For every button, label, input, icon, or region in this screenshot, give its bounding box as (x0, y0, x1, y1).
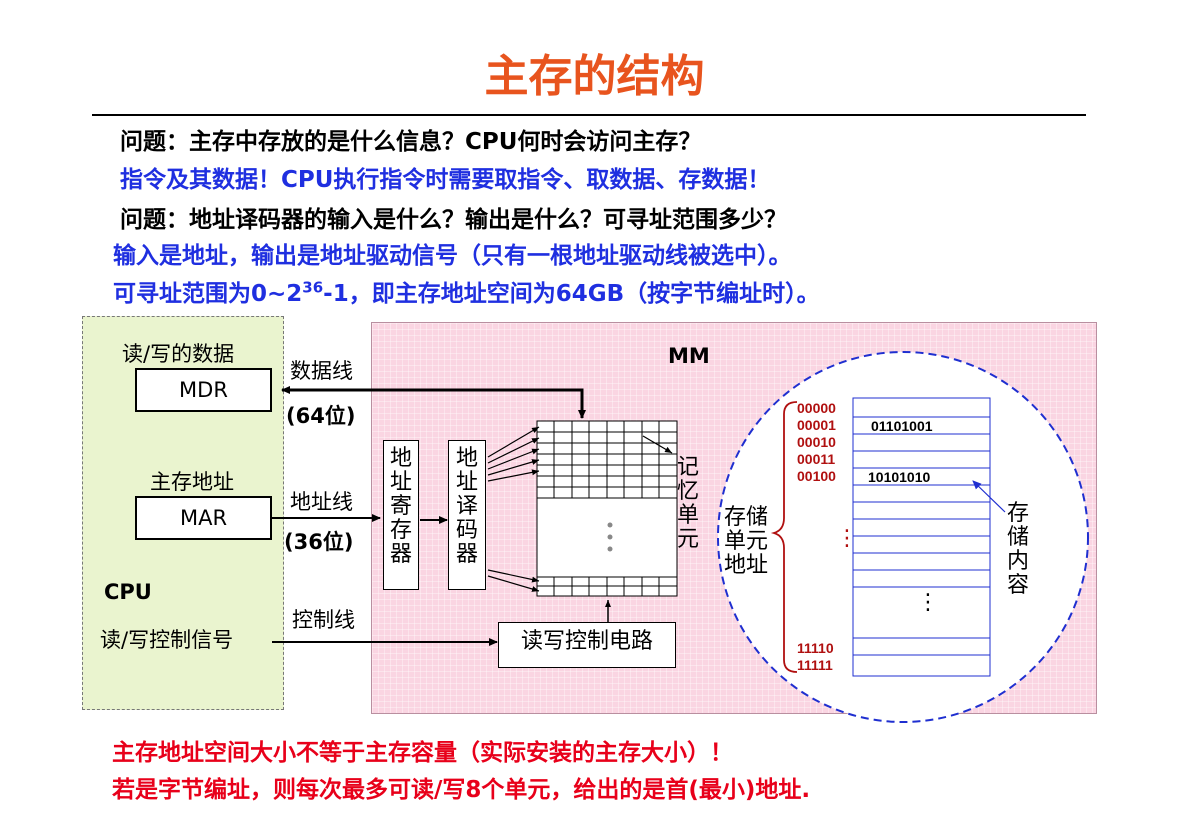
data-bus-label: 数据线 (290, 359, 353, 383)
rw-data-label: 读/写的数据 (122, 342, 235, 366)
storage-table (852, 397, 991, 677)
mdr-register: MDR (135, 368, 272, 412)
memory-cell-label: 记忆单元 (676, 455, 699, 552)
content-ellipsis: ⋮ (917, 590, 939, 615)
cpu-label: CPU (104, 580, 152, 604)
control-bus-label: 控制线 (292, 608, 355, 632)
question-2: 问题：地址译码器的输入是什么？输出是什么？可寻址范围多少？ (120, 207, 787, 233)
title-divider (92, 114, 1086, 116)
rw-control-signal-label: 读/写控制信号 (100, 628, 234, 652)
question-1: 问题：主存中存放的是什么信息？CPU何时会访问主存？ (120, 129, 702, 155)
address-00001: 00001 (797, 417, 836, 433)
mar-register: MAR (135, 496, 272, 540)
remark-1: 主存地址空间大小不等于主存容量（实际安装的主存大小）！ (112, 740, 733, 766)
address-00100: 00100 (797, 468, 836, 484)
address-bus-label: 地址线 (290, 490, 353, 514)
address-decoder: 地址译码器 (448, 440, 486, 590)
cell-address-label: 存储单元地址 (723, 505, 768, 578)
address-11110: 11110 (797, 640, 834, 656)
rw-control-circuit: 读写控制电路 (498, 622, 676, 668)
address-00011: 00011 (797, 451, 836, 467)
data-bus-width: (64位) (286, 404, 356, 428)
address-ellipsis: ⋮ (836, 526, 858, 551)
page-title: 主存的结构 (484, 51, 705, 102)
address-11111: 11111 (797, 657, 833, 673)
answer-3-exponent: 36 (302, 278, 324, 297)
answer-3: 可寻址范围为0~236-1，即主存地址空间为64GB（按字节编址时）。 (113, 274, 820, 308)
address-bus-width: (36位) (284, 530, 354, 554)
main-address-label: 主存地址 (150, 470, 234, 494)
mm-label: MM (668, 344, 710, 368)
content-row-2: 10101010 (868, 469, 931, 485)
address-brace (770, 401, 798, 673)
address-00010: 00010 (797, 434, 836, 450)
answer-3-post: -1，即主存地址空间为64GB（按字节编址时）。 (323, 281, 820, 307)
content-row-1: 01101001 (871, 418, 933, 434)
remark-2: 若是字节编址，则每次最多可读/写8个单元，给出的是首(最小)地址. (112, 777, 811, 803)
address-00000: 00000 (797, 400, 836, 416)
answer-3-pre: 可寻址范围为0~2 (113, 281, 303, 307)
storage-content-label: 存储内容 (1006, 501, 1029, 598)
answer-2: 输入是地址，输出是地址驱动信号（只有一根地址驱动线被选中）。 (113, 243, 792, 269)
zoom-circle (717, 351, 1089, 723)
answer-1: 指令及其数据！CPU执行指令时需要取指令、取数据、存数据！ (120, 167, 771, 193)
address-register: 地址寄存器 (383, 440, 419, 590)
